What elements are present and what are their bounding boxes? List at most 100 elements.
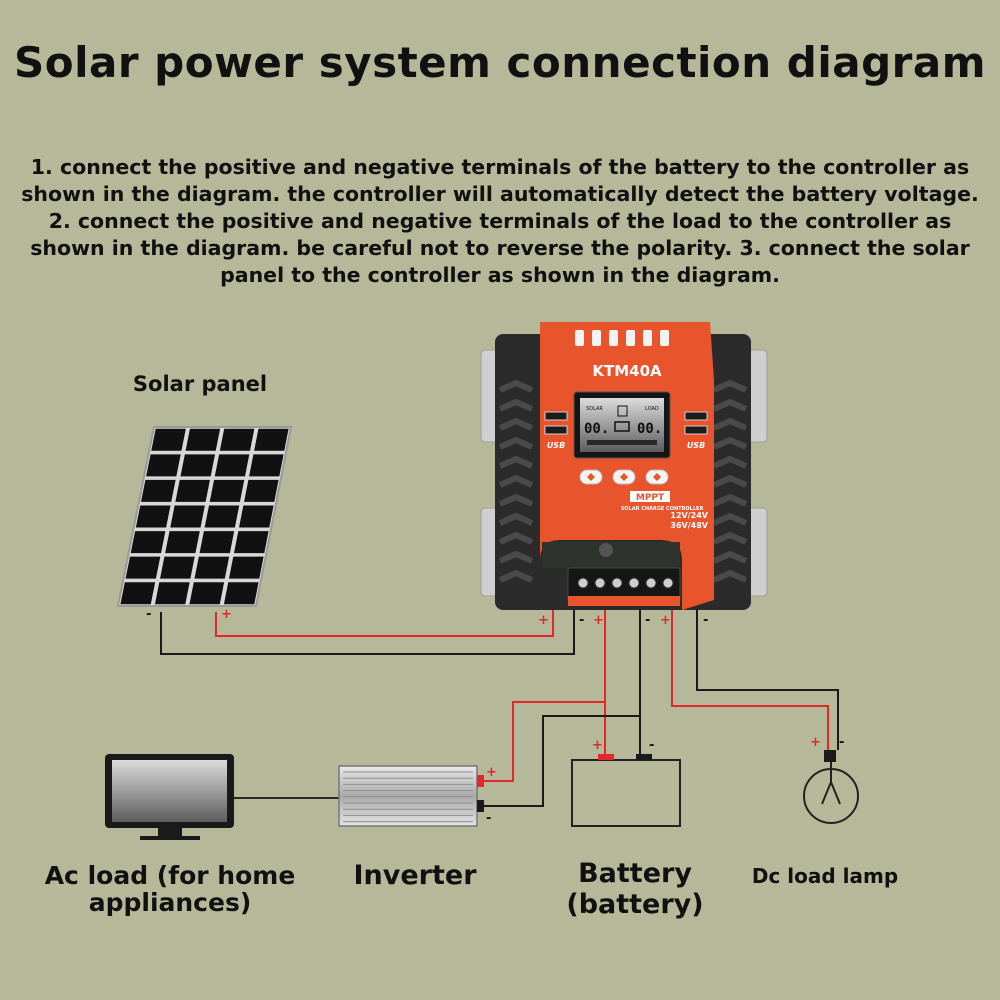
solar-cell <box>209 479 245 502</box>
battery-negative-terminal <box>636 754 652 760</box>
heat-sink-fin <box>712 379 748 393</box>
load-positive-wire <box>671 610 829 750</box>
solar-cell <box>223 582 259 605</box>
solar-panel-label: Solar panel <box>132 372 268 396</box>
heat-sink-fin <box>498 550 534 564</box>
heat-sink-fin <box>712 398 748 412</box>
lcd-solar-label: SOLAR <box>586 406 603 412</box>
controller-model: KTM40A <box>592 362 662 380</box>
instructions-text: 1. connect the positive and negative ter… <box>21 155 979 287</box>
usb-port-left-1 <box>544 411 568 421</box>
inverter-negative-wire <box>484 715 640 807</box>
heat-sink-fin <box>498 569 534 583</box>
battery-icon <box>571 754 681 827</box>
ctrl-load-minus-mark: - <box>703 613 708 628</box>
ctrl-bat-plus-mark: + <box>593 613 604 628</box>
battery-positive-terminal <box>598 754 614 760</box>
heat-sink-fin <box>712 474 748 488</box>
mppt-text: MPPT <box>636 493 665 503</box>
solar-cell <box>219 428 255 451</box>
heat-sink-fin <box>498 417 534 431</box>
solar-cell <box>154 582 190 605</box>
solar-charge-controller: KTM40A USB USB SOLAR LOAD 00. 00. MPPT S… <box>480 322 768 610</box>
heat-sink-fin <box>498 436 534 450</box>
heat-sink-fin <box>498 398 534 412</box>
controller-subtitle: SOLAR CHARGE CONTROLLER <box>621 506 704 512</box>
solar-cell <box>214 454 250 477</box>
lcd-battery-icon <box>614 421 630 432</box>
solar-cell <box>233 531 269 554</box>
ctrl-bat-minus-mark: - <box>645 613 650 628</box>
usb-label-left: USB <box>547 441 565 450</box>
lamp-icon <box>803 750 859 824</box>
ctrl-solar-minus-mark: - <box>579 613 584 628</box>
solar-cell <box>244 479 279 502</box>
usb-port-right-1 <box>684 411 708 421</box>
wires <box>160 610 839 807</box>
solar-panel-icon <box>116 426 293 607</box>
solar-cell <box>239 505 274 528</box>
heat-sink-fin <box>498 531 534 545</box>
solar-cell <box>199 531 235 554</box>
solar-plus-mark: + <box>221 607 232 622</box>
lamp-plus-mark: + <box>810 735 821 750</box>
inverter-label: Inverter <box>353 860 477 891</box>
heat-sink-fin <box>498 379 534 393</box>
solar-cell <box>160 556 195 579</box>
heat-sink-fin <box>712 455 748 469</box>
heat-sink-fin <box>712 569 748 583</box>
solar-cell <box>189 582 225 605</box>
heat-sink-fin <box>498 455 534 469</box>
ctrl-load-plus-mark: + <box>660 613 671 628</box>
solar-cell <box>180 454 216 477</box>
voltage-line-2: 36V/48V <box>670 521 708 530</box>
heat-sink-fin <box>712 550 748 564</box>
lcd-load-label: LOAD <box>645 406 659 412</box>
heat-sink-fin <box>498 474 534 488</box>
solar-cell <box>140 479 176 502</box>
lamp-minus-mark: - <box>839 735 844 750</box>
solar-cell <box>185 428 221 451</box>
usb-label-right: USB <box>687 441 705 450</box>
dc-load-lamp-label: Dc load lamp <box>751 864 899 888</box>
battery-plus-mark: + <box>592 738 603 753</box>
ac-load-label: Ac load (for home appliances) <box>44 861 296 917</box>
solar-cell <box>130 531 166 554</box>
heat-sink-fin <box>712 531 748 545</box>
heat-sink-fin <box>712 436 748 450</box>
page-title: Solar power system connection diagram <box>13 38 986 87</box>
solar-negative-wire <box>160 610 575 655</box>
solar-cell <box>125 556 161 579</box>
heat-sink-fin <box>712 493 748 507</box>
mppt-badge <box>630 491 670 502</box>
lcd-right-value: 00. <box>637 421 662 437</box>
solar-cell <box>170 505 205 528</box>
solar-minus-mark: - <box>146 607 151 622</box>
battery-minus-mark: - <box>649 738 654 753</box>
solar-cell <box>204 505 240 528</box>
heat-sink-fin <box>498 512 534 526</box>
voltage-line-1: 12V/24V <box>670 511 708 520</box>
solar-positive-wire <box>215 610 554 637</box>
inverter-minus-mark: - <box>486 811 491 826</box>
usb-port-right-2 <box>684 425 708 435</box>
heat-sink-fin <box>712 417 748 431</box>
ctrl-solar-plus-mark: + <box>538 613 549 628</box>
solar-cell <box>135 505 171 528</box>
heat-sink-fin <box>498 493 534 507</box>
usb-port-left-2 <box>544 425 568 435</box>
inverter-plus-mark: + <box>486 765 497 780</box>
heat-sink-fin <box>712 512 748 526</box>
battery-label: Battery (battery) <box>566 858 704 920</box>
inverter-positive-wire <box>484 701 605 782</box>
solar-cell <box>146 454 181 477</box>
load-negative-wire <box>696 610 839 750</box>
inverter-icon <box>338 765 484 827</box>
lcd-left-value: 00. <box>584 421 609 437</box>
monitor-icon <box>105 754 234 840</box>
solar-cell <box>249 454 284 477</box>
solar-cell <box>175 479 210 502</box>
solar-cell <box>254 428 289 451</box>
polarity-marks: - + + - + - + - + - + - + - <box>146 607 844 826</box>
